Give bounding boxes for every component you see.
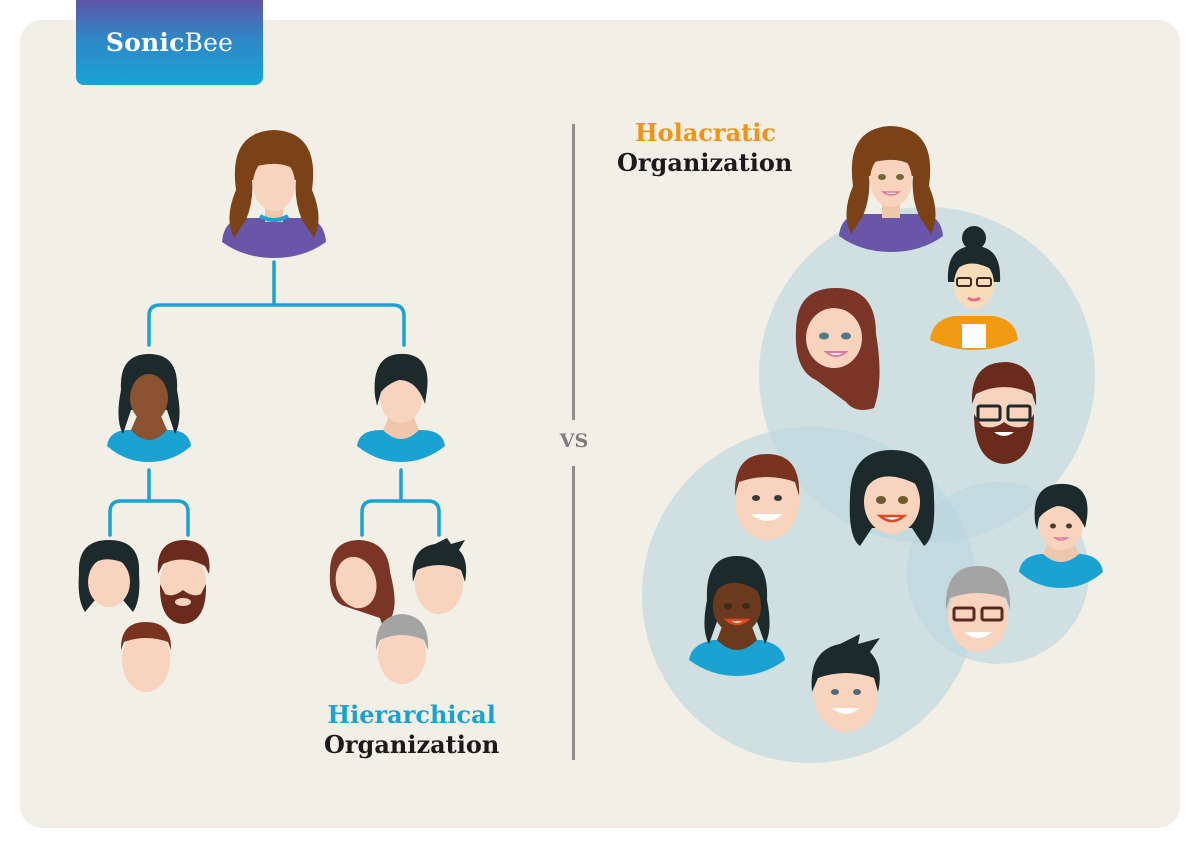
logo-text-regular: Bee (184, 28, 234, 57)
logo-text-bold: Sonic (105, 28, 185, 57)
avatar-woman-bun-glasses (930, 226, 1018, 350)
avatar-woman-curly (689, 556, 785, 676)
avatar-manager-left (107, 354, 191, 462)
holacratic-title-line1: Holacratic (635, 118, 776, 147)
avatar-woman-red-wavy-face (795, 288, 880, 410)
divider-bottom (572, 466, 575, 760)
hierarchy-tree (108, 260, 441, 537)
avatar-man-black-spiky (412, 538, 467, 614)
avatar-man-black-spiky-face (811, 634, 880, 732)
avatar-man-short-hair (120, 622, 172, 692)
avatar-man-gray-hair (375, 614, 429, 684)
hierarchical-title-line2: Organization (324, 730, 500, 759)
avatar-man-short-brown (734, 454, 800, 540)
hierarchical-title-line1: Hierarchical (327, 700, 496, 729)
avatar-woman-red-wavy (329, 540, 395, 642)
vs-label: VS (559, 430, 589, 452)
avatar-woman-bob (78, 540, 140, 612)
avatar-holacracy-leader (839, 126, 943, 252)
avatar-man-gray-glasses (945, 566, 1011, 652)
divider-top (572, 124, 575, 420)
hierarchical-title: Hierarchical Organization (324, 700, 499, 760)
holacratic-title: Holacratic Organization (617, 118, 792, 178)
avatar-man-beard-glasses (971, 362, 1037, 464)
avatar-woman-black-bob (849, 450, 935, 546)
avatar-manager-right (357, 353, 445, 462)
holacratic-title-line2: Organization (617, 148, 793, 177)
avatar-woman-short-black (1019, 483, 1103, 588)
avatar-man-beard (157, 540, 210, 624)
avatar-root-leader (222, 130, 326, 258)
